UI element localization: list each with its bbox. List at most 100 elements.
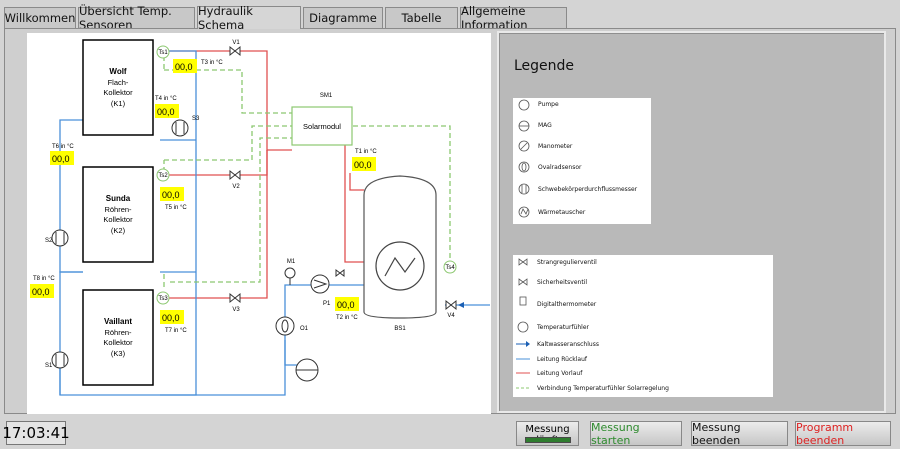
pump-icon xyxy=(518,99,530,111)
svg-text:00,0: 00,0 xyxy=(162,190,180,200)
collector-k1: Wolf Flach- Kollektor (K1) xyxy=(82,39,154,136)
hydraulic-schema: Wolf Flach- Kollektor (K1) Sunda Röhren-… xyxy=(27,33,491,414)
flowmeter-s3: S3 xyxy=(171,116,200,137)
svg-text:V2: V2 xyxy=(232,184,240,190)
exit-program-button[interactable]: Programm beenden xyxy=(795,421,891,447)
reading-t3: 00,0 T3 in °C xyxy=(173,59,223,73)
sensor-ts4: Ts4 xyxy=(443,260,457,274)
reading-t4: T4 in °C 00,0 xyxy=(155,96,179,118)
svg-text:T7 in °C: T7 in °C xyxy=(165,328,187,334)
svg-text:Kollektor: Kollektor xyxy=(103,215,133,224)
expansion-vessel-mag xyxy=(295,358,319,382)
collector-k3: Vaillant Röhren- Kollektor (K3) xyxy=(82,289,154,386)
stop-measurement-button[interactable]: Messung beenden xyxy=(691,421,788,447)
sm1-label: SM1 xyxy=(320,93,333,99)
flowmeter-s2: S2 xyxy=(45,229,69,247)
digitalthermometer-icon xyxy=(519,296,527,306)
svg-text:00,0: 00,0 xyxy=(52,154,70,164)
legend-icons-1 xyxy=(518,99,530,218)
collector-k1-brand: Wolf xyxy=(109,67,127,76)
manometer-m1: M1 xyxy=(284,259,296,285)
measurement-status-indicator: Messung läuft xyxy=(516,421,579,446)
legend-mag: MAG xyxy=(538,122,552,129)
reading-t1: T1 in °C 00,0 xyxy=(352,149,377,171)
reading-t5: 00,0 T5 in °C xyxy=(160,187,187,211)
svg-text:00,0: 00,0 xyxy=(162,313,180,323)
svg-text:S1: S1 xyxy=(45,363,53,369)
sensor-connection-lines xyxy=(163,56,451,290)
svg-text:V1: V1 xyxy=(232,40,240,46)
tab-uebersicht-temp-sensoren[interactable]: Übersicht Temp. Sensoren xyxy=(78,4,195,32)
oval-sensor-icon xyxy=(518,161,530,173)
svg-text:T5 in °C: T5 in °C xyxy=(165,205,187,211)
valve-v4: V4 xyxy=(445,299,457,319)
reading-t7: 00,0 T7 in °C xyxy=(160,310,187,334)
tab-allgemeine-information[interactable]: Allgemeine Information xyxy=(460,4,567,32)
reading-t6: T6 in °C 00,0 xyxy=(50,144,74,165)
flowmeter-icon xyxy=(518,183,530,195)
svg-text:T8 in °C: T8 in °C xyxy=(33,276,55,282)
svg-text:V4: V4 xyxy=(447,313,455,319)
svg-text:Ts3: Ts3 xyxy=(158,296,168,302)
pump-p1: P1 xyxy=(310,274,331,307)
legend-temperaturfuehler: Temperaturfühler xyxy=(537,324,589,331)
collector-k1-id: (K1) xyxy=(111,99,126,108)
svg-text:Röhren-: Röhren- xyxy=(104,205,132,214)
status-led xyxy=(525,437,571,443)
tab-diagramme[interactable]: Diagramme xyxy=(303,7,383,28)
tab-bar: Willkommen Übersicht Temp. Sensoren Hydr… xyxy=(0,0,900,32)
vorlauf-lines xyxy=(168,50,370,299)
svg-text:V3: V3 xyxy=(232,307,240,313)
svg-text:P1: P1 xyxy=(323,301,331,307)
svg-text:T6 in °C: T6 in °C xyxy=(52,144,74,150)
tab-hydraulik-schema[interactable]: Hydraulik Schema xyxy=(197,4,301,32)
svg-text:M1: M1 xyxy=(287,259,296,265)
legend-digitalthermometer: Digitalthermometer xyxy=(537,301,597,308)
tab-willkommen[interactable]: Willkommen xyxy=(4,7,76,28)
safety-valve-icon xyxy=(335,269,345,277)
oval-sensor-o1: O1 xyxy=(275,316,309,336)
legend-title: Legende xyxy=(514,58,575,74)
legend-sicherheitsventil: Sicherheitsventil xyxy=(537,279,588,286)
svg-text:T2 in °C: T2 in °C xyxy=(336,315,358,321)
valve-v2: V2 xyxy=(229,169,241,190)
legend-pumpe: Pumpe xyxy=(538,101,559,108)
svg-text:Ts1: Ts1 xyxy=(158,50,168,56)
valve-v3: V3 xyxy=(229,292,241,313)
svg-text:T3 in °C: T3 in °C xyxy=(201,60,223,66)
flowmeter-s1: S1 xyxy=(45,351,69,369)
collector-k2-id: (K2) xyxy=(111,226,126,235)
tab-tabelle[interactable]: Tabelle xyxy=(385,7,458,28)
legend-leitung-ruecklauf: Leitung Rücklauf xyxy=(537,356,588,363)
svg-text:S2: S2 xyxy=(45,238,53,244)
sensor-ts3: Ts3 xyxy=(156,291,170,305)
svg-text:00,0: 00,0 xyxy=(354,160,372,170)
svg-text:Röhren-: Röhren- xyxy=(104,328,132,337)
legend-waermetauscher: Wärmetauscher xyxy=(538,209,586,216)
svg-text:00,0: 00,0 xyxy=(157,107,175,117)
solarmodul-box: SM1 Solarmodul xyxy=(291,93,353,146)
legend-schwebekoerper: Schwebekörperdurchflussmesser xyxy=(538,186,638,193)
legend-symbols-1: Pumpe MAG Manometer Ovalradsensor Schweb… xyxy=(513,98,651,224)
legend-symbols-2: Strangregulierventil Sicherheitsventil D… xyxy=(513,255,773,397)
temperaturfuehler-icon xyxy=(517,321,529,333)
legend-leitung-vorlauf: Leitung Vorlauf xyxy=(537,370,583,377)
collector-k2: Sunda Röhren- Kollektor (K2) xyxy=(82,166,154,263)
start-measurement-button[interactable]: Messung starten xyxy=(590,421,682,447)
manometer-icon xyxy=(518,140,530,152)
svg-text:Ts2: Ts2 xyxy=(158,173,168,179)
legend-strangregulierventil: Strangregulierventil xyxy=(537,259,597,266)
legend-icons-2 xyxy=(516,258,530,389)
solarmodul-label: Solarmodul xyxy=(303,122,341,131)
reading-t2: 00,0 T2 in °C xyxy=(335,297,359,321)
svg-text:Ts4: Ts4 xyxy=(445,265,455,271)
svg-text:00,0: 00,0 xyxy=(337,300,355,310)
heat-exchanger-legend-icon xyxy=(518,206,530,218)
svg-text:T1 in °C: T1 in °C xyxy=(355,149,377,155)
svg-text:S3: S3 xyxy=(192,116,200,122)
svg-text:Flach-: Flach- xyxy=(108,78,129,87)
legend-kaltwasseranschluss: Kaltwasseranschluss xyxy=(537,341,599,348)
legend-verbindung-temperaturfuehler: Verbindung Temperaturfühler Solarregelun… xyxy=(537,385,669,392)
svg-text:T4 in °C: T4 in °C xyxy=(155,96,177,102)
heat-exchanger-icon xyxy=(375,241,425,291)
